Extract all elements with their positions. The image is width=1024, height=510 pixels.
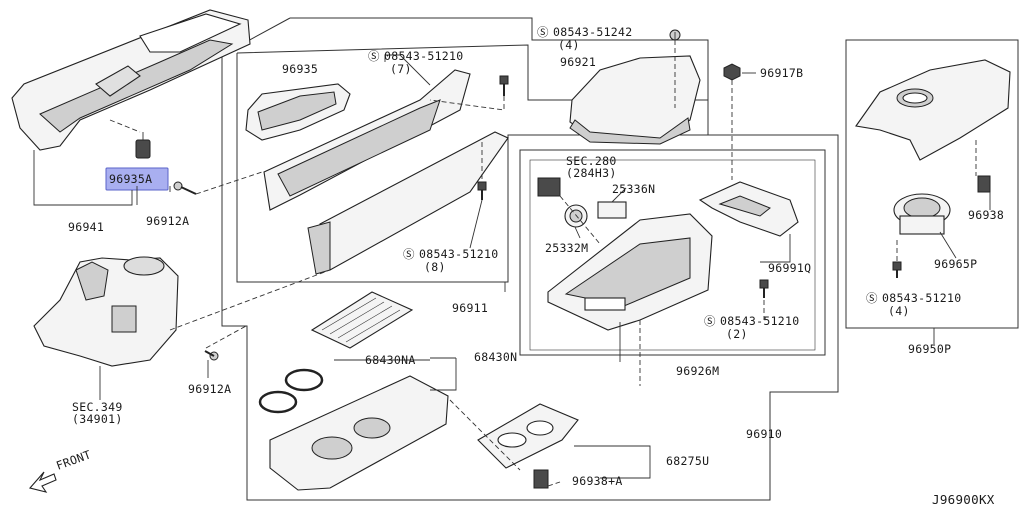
label-sec349[interactable]: SEC.349 — [72, 400, 123, 414]
label-96917B[interactable]: 96917B — [760, 66, 803, 80]
label-96938A[interactable]: 96938+A — [572, 474, 623, 488]
speaker-96965P — [893, 193, 951, 235]
label-08543-51210-8[interactable]: 08543-51210 — [419, 247, 498, 261]
label-25332M[interactable]: 25332M — [545, 241, 588, 255]
console-box-96926M — [547, 213, 713, 331]
label-96911[interactable]: 96911 — [452, 301, 488, 315]
front-arrow-icon — [28, 471, 57, 493]
label-25336N[interactable]: 25336N — [612, 182, 655, 196]
label-96912A-bottom[interactable]: 96912A — [188, 382, 231, 396]
outlet-25336N — [597, 201, 627, 219]
label-96991Q[interactable]: 96991Q — [768, 261, 811, 275]
s-mark-icon: Ⓢ — [403, 247, 415, 261]
label-08543-51210-4[interactable]: 08543-51210 — [882, 291, 961, 305]
bracket-assembly — [263, 69, 509, 275]
label-96965P[interactable]: 96965P — [934, 257, 977, 271]
mat-68430NA — [310, 291, 414, 349]
s-mark-icon: Ⓢ — [368, 49, 380, 63]
assembly-frames — [221, 17, 1019, 501]
label-96921[interactable]: 96921 — [560, 55, 596, 69]
label-08543-51210-7[interactable]: 08543-51210 — [384, 49, 463, 63]
label-96935[interactable]: 96935 — [282, 62, 318, 76]
cup-holder-tray — [269, 375, 449, 491]
switch-sec280 — [537, 177, 561, 197]
qty-2: (2) — [726, 327, 748, 341]
tray-96935 — [245, 83, 351, 141]
shifter-sec349 — [33, 256, 179, 367]
label-96910[interactable]: 96910 — [746, 427, 782, 441]
clip-96938A — [533, 469, 549, 489]
screw-96912A-top — [173, 181, 197, 195]
cup-rings — [258, 368, 324, 414]
label-96912A-top[interactable]: 96912A — [146, 214, 189, 228]
label-96938[interactable]: 96938 — [968, 208, 1004, 222]
armrest-lid-96921 — [569, 29, 701, 145]
label-front: FRONT — [54, 447, 93, 473]
console-finisher-96941 — [11, 9, 251, 159]
armrest-cover-96950P — [855, 59, 1011, 161]
label-96935A[interactable]: 96935A — [109, 172, 152, 186]
label-96926M[interactable]: 96926M — [676, 364, 719, 378]
label-08543-51210-2[interactable]: 08543-51210 — [720, 314, 799, 328]
screw-mid-8 — [477, 181, 487, 200]
clip-96938 — [977, 175, 991, 193]
label-sec349-sub: (34901) — [72, 412, 123, 426]
outlet-25332M — [564, 204, 588, 228]
qty-4-top: (4) — [558, 38, 580, 52]
diagram-code: J96900KX — [932, 492, 995, 507]
qty-8: (8) — [424, 260, 446, 274]
label-68275U[interactable]: 68275U — [666, 454, 709, 468]
s-mark-icon: Ⓢ — [866, 291, 878, 305]
insert-68275U — [477, 403, 579, 469]
screw-box-2 — [759, 279, 769, 298]
qty-4-cover: (4) — [888, 304, 910, 318]
part-labels: 96935A 96912A 96941 96935 Ⓢ 08543-51210 … — [54, 25, 1004, 507]
screw-cover-4 — [892, 261, 902, 278]
qty-7: (7) — [390, 62, 412, 76]
s-mark-icon: Ⓢ — [704, 314, 716, 328]
label-sec280-sub: (284H3) — [566, 166, 617, 180]
leader-lines — [33, 32, 991, 487]
label-68430NA[interactable]: 68430NA — [365, 353, 416, 367]
bracket-96991Q — [698, 181, 799, 237]
label-96941[interactable]: 96941 — [68, 220, 104, 234]
label-sec280[interactable]: SEC.280 — [566, 154, 617, 168]
screw-top-7 — [499, 75, 509, 96]
screw-96912A-bottom — [204, 350, 219, 361]
nut-96917B — [723, 63, 741, 81]
label-08543-51242[interactable]: 08543-51242 — [553, 25, 632, 39]
label-96950P[interactable]: 96950P — [908, 342, 951, 356]
label-68430N[interactable]: 68430N — [474, 350, 517, 364]
s-mark-icon: Ⓢ — [537, 25, 549, 39]
